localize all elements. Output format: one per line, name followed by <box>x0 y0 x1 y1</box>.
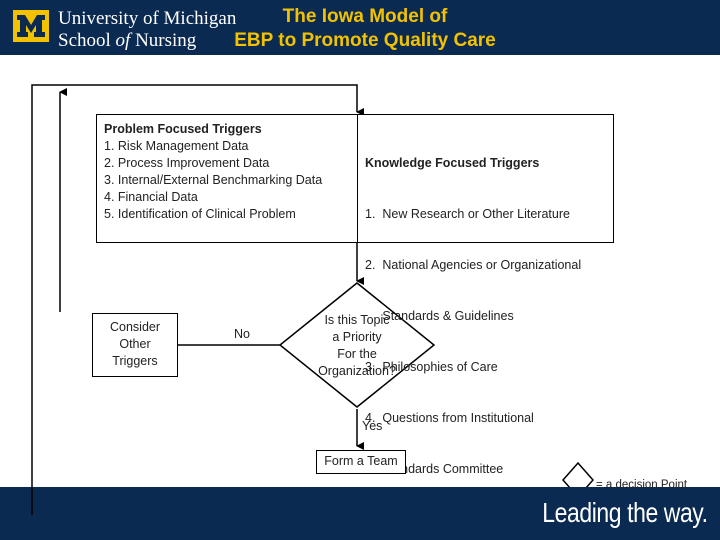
decision-diamond <box>278 282 436 408</box>
consider-other-triggers-label: Consider Other Triggers <box>109 320 161 368</box>
page-title-line2: EBP to Promote Quality Care <box>234 30 496 51</box>
decision-legend-text: = a decision Point <box>596 479 688 491</box>
knowledge-trigger-item: Standards & Guidelines <box>365 309 514 323</box>
page-title-line1: The Iowa Model of <box>282 6 448 27</box>
footer-bar <box>0 487 720 540</box>
header-bar <box>0 0 720 55</box>
knowledge-triggers-box <box>357 114 614 243</box>
problem-trigger-item: 4. Financial Data <box>104 190 198 204</box>
knowledge-trigger-item: 1. New Research or Other Literature <box>365 207 570 221</box>
decision-question: Is this Topic a Priority For the Organiz… <box>318 313 396 378</box>
form-team-box <box>316 450 406 474</box>
problem-triggers-heading: Problem Focused Triggers <box>104 122 262 136</box>
school-name: School of Nursing <box>58 30 197 51</box>
problem-trigger-item: 5. Identification of Clinical Problem <box>104 207 296 221</box>
problem-trigger-item: 2. Process Improvement Data <box>104 156 270 170</box>
outer-loop-line <box>31 84 364 512</box>
knowledge-triggers-list: Knowledge Focused Triggers 1. New Resear… <box>365 121 581 495</box>
knowledge-trigger-item: 3. Philosophies of Care <box>365 360 498 374</box>
problem-triggers-box <box>96 114 358 243</box>
consider-other-triggers-box <box>92 313 178 377</box>
michigan-block-m-logo <box>13 10 49 42</box>
problem-trigger-item: 1. Risk Management Data <box>104 139 249 153</box>
form-team-label: Form a Team <box>324 454 398 468</box>
knowledge-triggers-heading: Knowledge Focused Triggers <box>365 156 540 170</box>
yes-label: Yes <box>362 419 383 433</box>
university-name: University of Michigan <box>58 8 237 29</box>
no-label: No <box>234 327 250 341</box>
footer-tagline: Leading the way. <box>542 497 709 528</box>
problem-triggers-list: Problem Focused Triggers 1. Risk Managem… <box>104 121 322 223</box>
knowledge-trigger-item: 2. National Agencies or Organizational <box>365 258 582 272</box>
knowledge-trigger-item: 4. Questions from Institutional <box>365 411 534 425</box>
problem-trigger-item: 3. Internal/External Benchmarking Data <box>104 173 323 187</box>
